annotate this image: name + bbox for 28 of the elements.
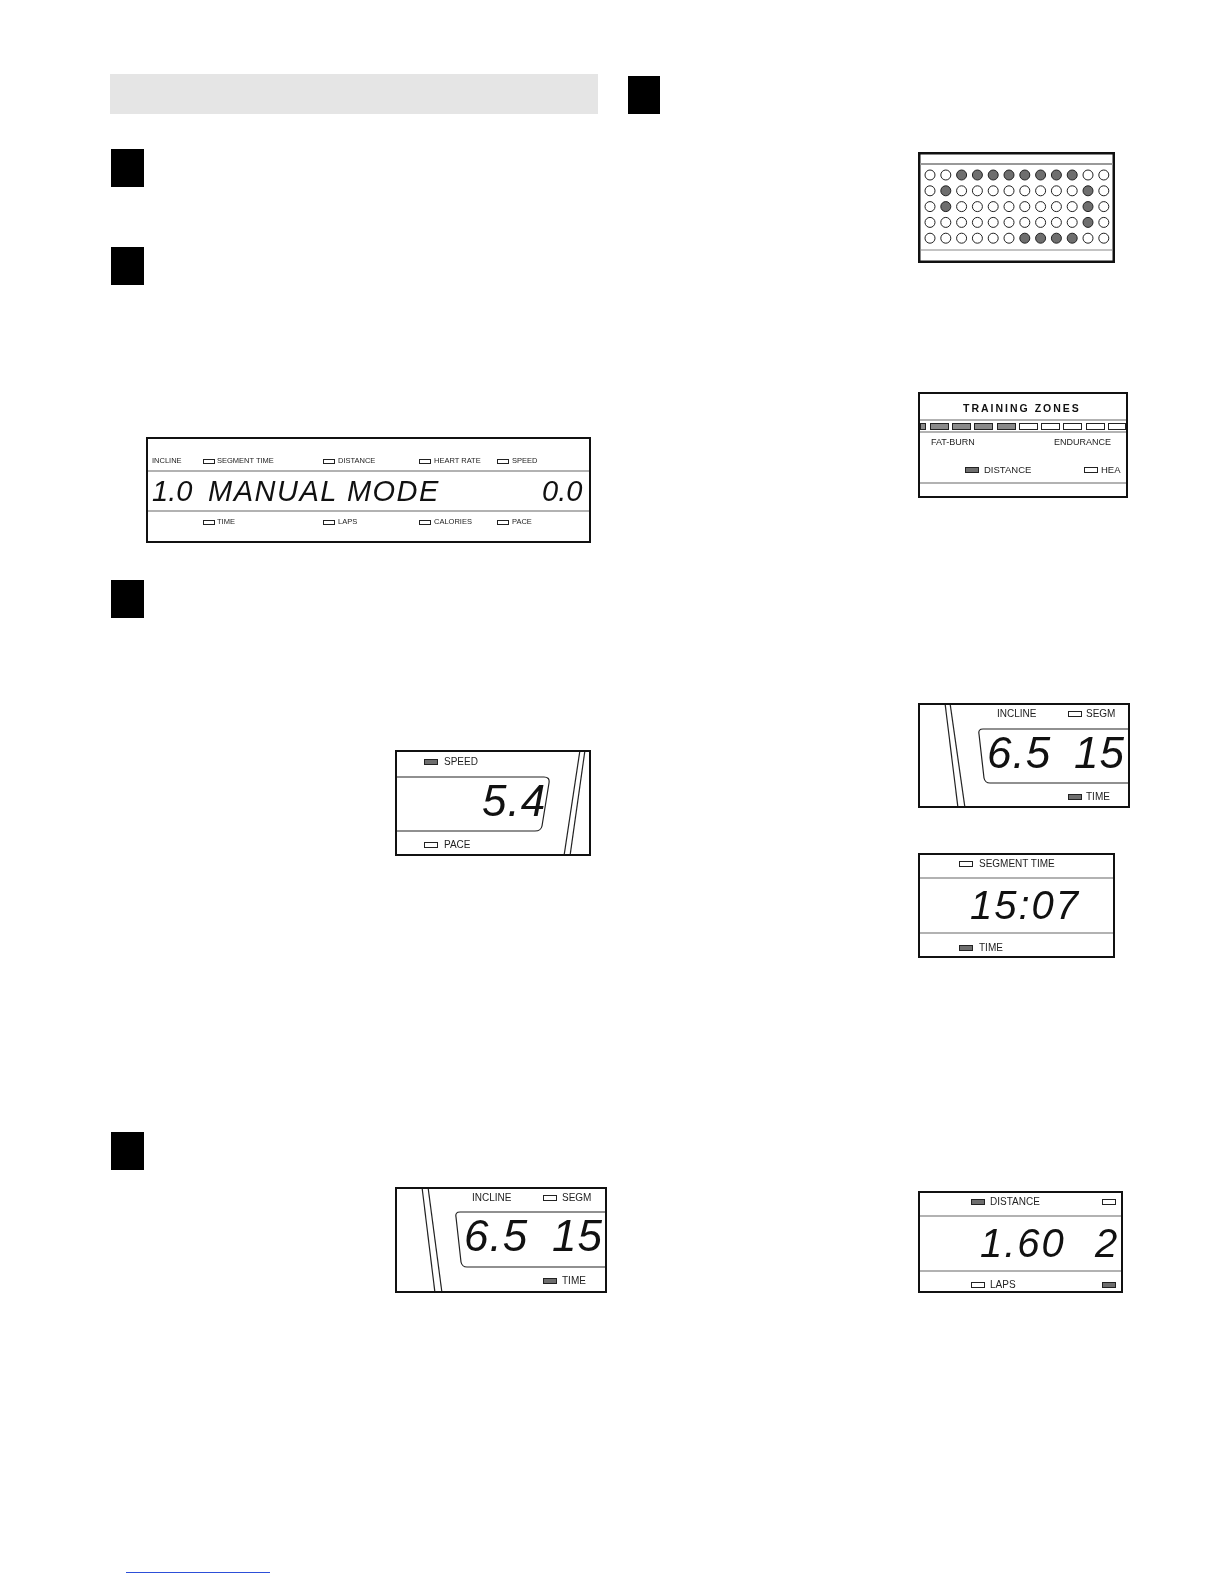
indicator-label: LAPS — [990, 1280, 1016, 1290]
indicator-label: PACE — [444, 840, 471, 850]
display-readout: 1.0 — [152, 477, 193, 507]
display-readout: 1.60 — [980, 1222, 1066, 1263]
display-readout: 15:07 — [970, 884, 1081, 925]
display-readout: 15 — [1074, 731, 1125, 776]
zone-label: ENDURANCE — [1054, 437, 1111, 447]
indicator-label: SEGM — [1086, 709, 1116, 719]
indicator-label: DISTANCE — [984, 465, 1032, 475]
display-readout: 6.5 — [987, 731, 1052, 776]
indicator-label: INCLINE — [472, 1193, 512, 1203]
display-readout: 15 — [552, 1214, 603, 1259]
indicator-label: TIME — [562, 1276, 586, 1286]
indicator-label: HEA — [1101, 465, 1121, 475]
display-readout: MANUAL MODE — [208, 477, 440, 507]
indicator-label: SEGM — [562, 1193, 592, 1203]
zone-label: FAT-BURN — [931, 437, 975, 447]
display-readout: 6.5 — [464, 1214, 529, 1259]
indicator-label: TIME — [1086, 792, 1110, 802]
display-heading: TRAINING ZONES — [963, 402, 1081, 414]
indicator-label: TIME — [979, 943, 1003, 953]
display-readout: 0.0 — [542, 477, 583, 507]
indicator-label: DISTANCE — [990, 1197, 1040, 1207]
indicator-label: INCLINE — [997, 709, 1037, 719]
indicator-label: SPEED — [444, 757, 478, 767]
indicator-label: SEGMENT TIME — [979, 859, 1055, 869]
display-readout: 2 — [1095, 1222, 1118, 1263]
display-readout: 5.4 — [482, 779, 547, 824]
